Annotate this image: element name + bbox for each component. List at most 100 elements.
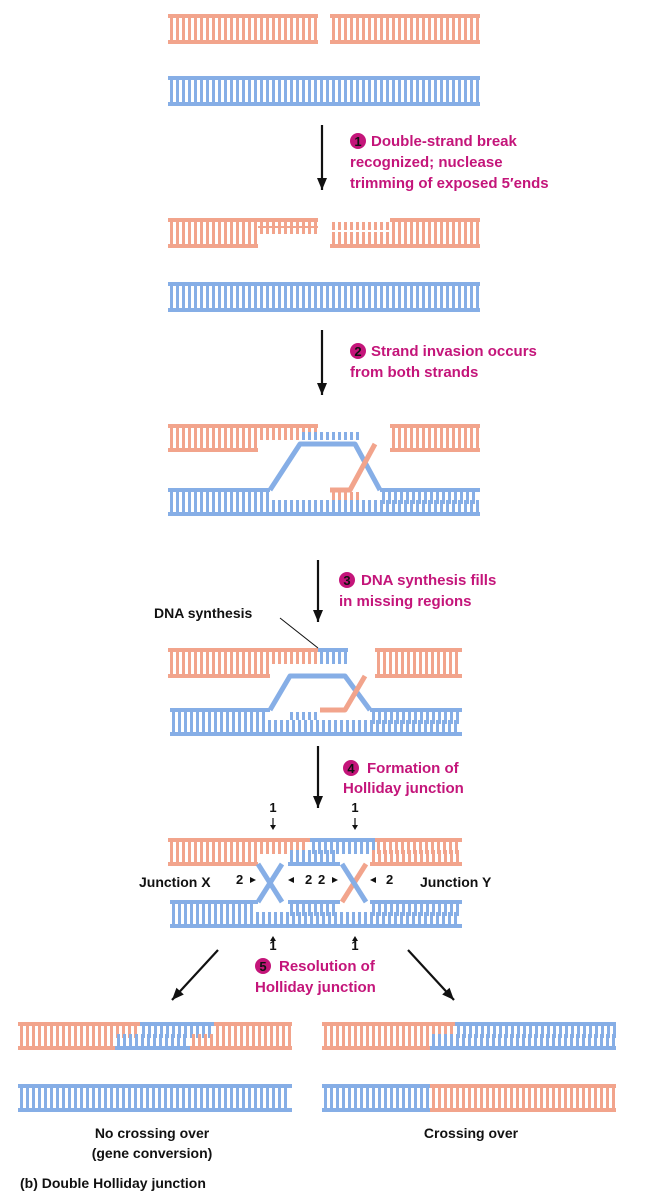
row2-blue-top-rung [290,286,293,298]
out-left-salmon-top-a-rung [74,1026,77,1038]
row1-salmon-right-top-rung [464,18,467,30]
row2-salmon-right-top-rung [362,222,365,230]
out-right-blue-third-rung [336,1088,339,1100]
row4-salmon-right-top-rung [431,652,434,664]
out-right-blue-bottom-rung [378,1096,381,1108]
row5-blue-top-middle-backbone [310,838,375,842]
out-left-blue-third-rung [188,1088,191,1100]
out-left-salmon-top-a-rung [26,1026,29,1038]
row4-blue-bottom-rung [178,720,181,732]
out-right-blue-third-rung [426,1088,429,1100]
row2-salmon-left-top-rung [224,222,227,234]
out-right-salmon-second-rung [348,1034,351,1046]
junction-x-label: Junction X [139,874,211,890]
row1-salmon-right-top-rung [332,18,335,30]
out-right-salmon-bottom-rung [498,1096,501,1108]
row4-salmon-right-top-rung [437,652,440,664]
out-left-salmon-second-a-rung [74,1034,77,1046]
row5-blue-third-middle-rung [308,904,311,916]
out-left-blue-bottom-rung [38,1096,41,1108]
row5-blue-bottom-rung [340,912,343,924]
out-left-blue-bottom-rung [50,1096,53,1108]
row5-salmon-top-left-rung [242,842,245,854]
out-right-blue-bottom-rung [360,1096,363,1108]
row4-blue-synthesis-top [318,648,348,664]
row4-blue-bottom-rung [286,720,289,732]
row3-salmon-left-top-rung [182,428,185,440]
row1-blue-top-rung [242,80,245,92]
row3-blue-bottom-rung [218,500,221,512]
row3-blue-bottom-rung [476,500,479,512]
row1-blue-bottom-rung [206,90,209,102]
row2-salmon-right-top-full-rung [452,222,455,234]
row3-blue-left-top-rung [194,492,197,504]
row2-salmon-right-bottom-rung [470,232,473,244]
row1-salmon-left-top-rung [176,18,179,30]
step-4-badge [343,760,359,776]
row5-salmon-second-right-rung [384,850,387,862]
row2-salmon-right-bottom-rung [332,232,335,244]
row3-blue-bottom-rung [464,500,467,512]
row1-blue-top-rung [182,80,185,92]
row1-blue-bottom-rung [368,90,371,102]
junction-x-strand-b [255,862,285,904]
out-left-blue-third-rung [164,1088,167,1100]
row1-blue-top-rung [362,80,365,92]
out-left-salmon-second-b-rung [276,1034,279,1046]
row1-salmon-right-top-rung [410,18,413,30]
out-left-salmon-top-a-rung [50,1026,53,1038]
row4-blue-synthesis-top-backbone [318,648,348,652]
row5-blue-third-right-rung [390,904,393,916]
out-right-blue-second-rung [486,1034,489,1046]
row2-salmon-right-top-full-rung [458,222,461,234]
row3-salmon-left-top-rung [230,428,233,440]
step-5-line-1: Resolution of [279,958,376,975]
out-right-blue-second-rung [552,1034,555,1046]
cut-arrow-x-right [288,877,294,883]
out-right-blue-third-rung [330,1088,333,1100]
out-right-blue-third-rung [396,1088,399,1100]
row2-blue-top-rung [452,286,455,298]
row3-blue-crossover [267,441,383,492]
row3-salmon-right-bottom-rung [470,436,473,448]
row3-blue-bottom-rung [188,500,191,512]
row2-salmon-right-bottom-rung [344,232,347,244]
row1-blue-top-rung [194,80,197,92]
row1-blue-top-rung [176,80,179,92]
row5-salmon-top-left-rung [206,842,209,854]
row3-salmon-left-top-rung [188,428,191,440]
row5-salmon-top-left-rung [230,842,233,854]
row5-blue-third-right-rung [414,904,417,916]
row5-salmon-top-left-backbone [168,838,310,842]
row2-blue-top-rung [284,286,287,298]
row3-blue-right-top [380,488,480,504]
row1-salmon-right-top [330,14,480,30]
row1-salmon-left-top-rung [284,18,287,30]
row5-salmon-top-right-rung [455,842,458,854]
row2-salmon-left-top-rung [254,222,257,234]
row4-salmon-left-bottom-rung [248,662,251,674]
row3-salmon-right-top-backbone [390,424,480,428]
row3-blue-bottom-rung [176,500,179,512]
row5-blue-third-left-rung [214,904,217,916]
out-right-salmon-third-rung [612,1088,615,1100]
row1-blue-top-rung [248,80,251,92]
row5-blue-third-left-rung [226,904,229,916]
row2-salmon-right-bottom-rung [410,232,413,244]
cut-site-labels: 1 1 1 1 2 2 2 2 [236,800,393,953]
row5-blue-bottom-rung [208,912,211,924]
out-left-blue-bottom-rung [206,1096,209,1108]
row4-salmon-right-bottom-rung [437,662,440,674]
cut-arrow-x-right [288,877,294,883]
out-left-salmon-second-a-rung [86,1034,89,1046]
row3-salmon-left-top-rung [206,428,209,440]
row2-blue-bottom-rung [464,296,467,308]
row4-blue-bottom-rung [208,720,211,732]
row3-blue-bottom-rung [452,500,455,512]
row2-salmon-left-top-rung [194,222,197,234]
row1-blue-bottom-backbone [168,102,480,106]
row5-salmon-second-right-rung [390,850,393,862]
row2-blue-top-rung [386,286,389,298]
out-left-blue-bottom-rung [68,1096,71,1108]
row5-blue-third-right-rung [372,904,375,916]
